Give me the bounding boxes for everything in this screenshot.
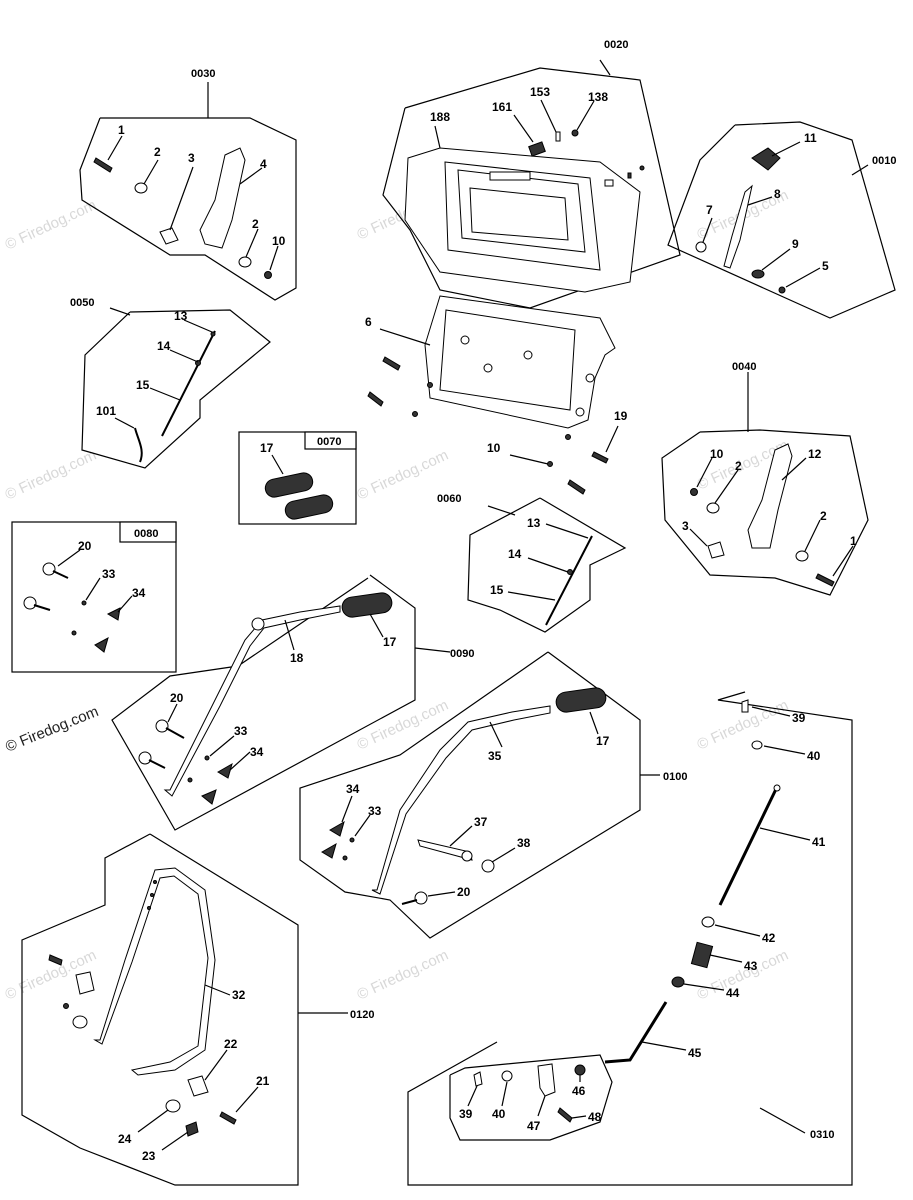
part-label: 23 xyxy=(142,1149,156,1163)
part-label: 10 xyxy=(272,234,286,248)
part-label: 20 xyxy=(457,885,471,899)
part-label: 48 xyxy=(588,1110,602,1124)
part-label: 43 xyxy=(744,959,758,973)
part-label: 21 xyxy=(256,1074,270,1088)
group-label-0060: 0060 xyxy=(437,493,461,505)
part-label: 33 xyxy=(102,567,116,581)
part-label: 45 xyxy=(688,1046,702,1060)
part-label: 9 xyxy=(792,237,799,251)
part-label: 18 xyxy=(290,651,304,665)
group-0120: 0120 32 22 21 24 23 xyxy=(21,833,374,1186)
part-label: 19 xyxy=(614,409,628,423)
part-label: 38 xyxy=(517,836,531,850)
part-label: 42 xyxy=(762,931,776,945)
group-label-0090: 0090 xyxy=(450,648,474,660)
part-label: 47 xyxy=(527,1119,541,1133)
part-label: 17 xyxy=(260,441,274,455)
part-label: 10 xyxy=(710,447,724,461)
part-label: 17 xyxy=(596,734,610,748)
watermark: © Firedog.com xyxy=(3,447,100,504)
part-label: 40 xyxy=(492,1107,506,1121)
part-label: 32 xyxy=(232,988,246,1002)
part-label: 2 xyxy=(252,217,259,231)
part-label: 33 xyxy=(234,724,248,738)
bracket-assembly: 6 19 10 xyxy=(365,295,628,495)
part-label: 46 xyxy=(572,1084,586,1098)
group-0050: 0050 13 14 15 101 xyxy=(70,297,271,469)
part-label: 8 xyxy=(774,187,781,201)
part-label: 14 xyxy=(508,547,522,561)
part-label: 39 xyxy=(792,711,806,725)
part-label: 12 xyxy=(808,447,822,461)
group-label-0040: 0040 xyxy=(732,361,756,373)
watermark: © Firedog.com xyxy=(3,197,100,254)
group-0060: 0060 13 14 15 xyxy=(437,493,627,633)
group-0010: 0010 11 8 7 9 5 xyxy=(667,121,896,319)
part-label: 5 xyxy=(822,259,829,273)
group-0100: 0100 17 35 37 38 20 34 33 xyxy=(299,651,687,939)
part-label: 39 xyxy=(459,1107,473,1121)
group-0090: 0090 17 18 20 33 34 xyxy=(111,574,474,831)
part-label: 17 xyxy=(383,635,397,649)
part-label: 138 xyxy=(588,90,608,104)
part-label: 10 xyxy=(487,441,501,455)
part-label: 11 xyxy=(804,131,817,145)
part-label: 14 xyxy=(157,339,171,353)
part-label: 34 xyxy=(346,782,360,796)
part-label: 6 xyxy=(365,315,372,329)
group-0020: 0020 188 161 153 138 xyxy=(382,39,681,309)
group-label-0100: 0100 xyxy=(663,771,687,783)
part-label: 101 xyxy=(96,404,116,418)
group-label-0030: 0030 xyxy=(191,68,215,80)
part-label: 34 xyxy=(250,745,264,759)
part-label: 33 xyxy=(368,804,382,818)
part-label: 7 xyxy=(706,203,713,217)
part-label: 2 xyxy=(820,509,827,523)
part-label: 2 xyxy=(735,459,742,473)
part-label: 1 xyxy=(850,534,857,548)
group-0070: 0070 17 xyxy=(238,431,357,525)
watermark-main: © Firedog.com xyxy=(3,703,101,756)
part-label: 44 xyxy=(726,986,740,1000)
group-label-0120: 0120 xyxy=(350,1009,374,1021)
part-label: 37 xyxy=(474,815,488,829)
part-label: 15 xyxy=(136,378,150,392)
part-label: 40 xyxy=(807,749,821,763)
part-label: 35 xyxy=(488,749,502,763)
part-label: 3 xyxy=(188,151,195,165)
part-label: 13 xyxy=(174,309,188,323)
group-label-0050: 0050 xyxy=(70,297,94,309)
part-label: 13 xyxy=(527,516,541,530)
part-label: 4 xyxy=(260,157,267,171)
part-label: 22 xyxy=(224,1037,238,1051)
part-label: 153 xyxy=(530,85,550,99)
part-label: 20 xyxy=(78,539,92,553)
part-label: 1 xyxy=(118,123,125,137)
group-0080: 0080 20 33 34 xyxy=(11,521,177,673)
group-label-0080: 0080 xyxy=(134,528,158,540)
group-0310: 0310 39 40 41 42 43 44 45 39 40 47 46 xyxy=(407,691,853,1186)
part-label: 3 xyxy=(682,519,689,533)
part-label: 2 xyxy=(154,145,161,159)
group-0040: 0040 12 10 2 3 2 1 xyxy=(661,361,869,596)
part-label: 20 xyxy=(170,691,184,705)
part-label: 188 xyxy=(430,110,450,124)
part-label: 34 xyxy=(132,586,146,600)
group-label-0010: 0010 xyxy=(872,155,896,167)
group-label-0310: 0310 xyxy=(810,1129,834,1141)
group-label-0020: 0020 xyxy=(604,39,628,51)
group-label-0070: 0070 xyxy=(317,436,341,448)
part-label: 41 xyxy=(812,835,826,849)
part-label: 24 xyxy=(118,1132,132,1146)
watermark: © Firedog.com xyxy=(355,947,452,1004)
part-label: 161 xyxy=(492,100,512,114)
group-0030: 0030 1 2 3 4 2 10 xyxy=(79,68,297,301)
part-label: 15 xyxy=(490,583,504,597)
